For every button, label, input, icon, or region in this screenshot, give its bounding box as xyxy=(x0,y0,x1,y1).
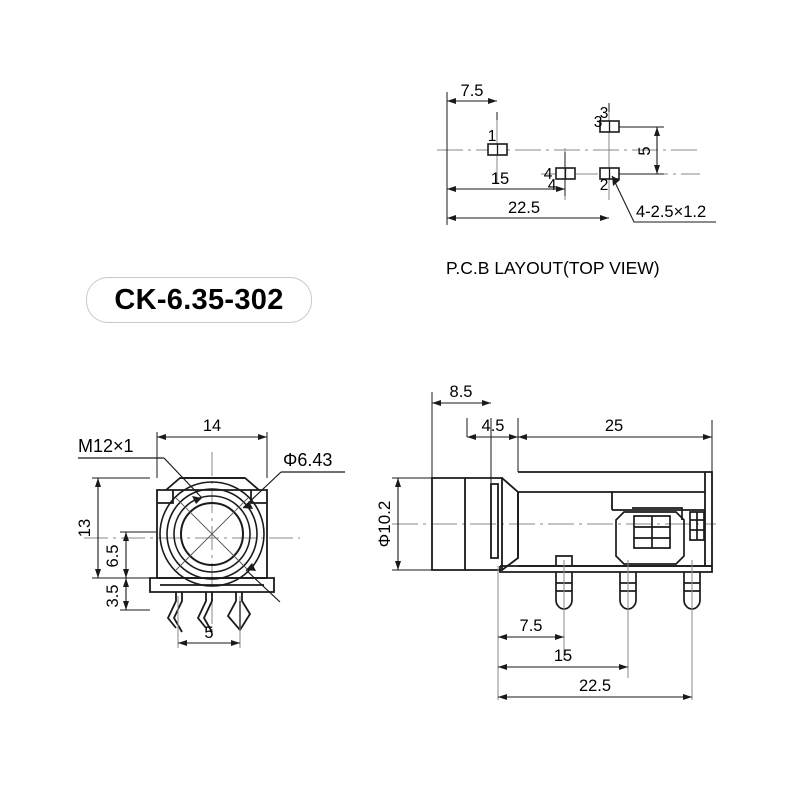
svg-text:4: 4 xyxy=(544,166,553,183)
pcb-pad-label-3: 3 xyxy=(600,105,609,122)
front-dim-13: 13 xyxy=(76,477,150,579)
front-dim-3-5: 3.5 xyxy=(104,578,150,611)
side-dim-15: 15 xyxy=(498,647,628,670)
front-dim-14: 14 xyxy=(156,417,268,478)
front-cross-lines xyxy=(175,497,249,571)
pcb-pad-label-1: 1 xyxy=(488,128,497,145)
front-lower-callout xyxy=(245,563,281,603)
pcb-pad-label-4: 4 xyxy=(548,177,557,194)
pcb-dim-15: 15 xyxy=(447,170,565,192)
front-dim-6-5: 6.5 xyxy=(104,531,157,578)
side-pin-center-lines xyxy=(497,560,693,700)
side-view: 8.5 4.5 25 Φ10.2 xyxy=(375,383,716,700)
svg-text:4-2.5×1.2: 4-2.5×1.2 xyxy=(636,203,706,221)
svg-text:Φ6.43: Φ6.43 xyxy=(283,450,332,470)
part-number-badge: CK-6.35-302 xyxy=(86,277,312,323)
front-pin-center-lines xyxy=(177,596,241,648)
pcb-pad-3 xyxy=(599,120,620,133)
svg-text:22.5: 22.5 xyxy=(508,199,540,217)
pcb-pad-callout: 4-2.5×1.2 xyxy=(611,175,716,223)
pcb-dim-7-5: 7.5 xyxy=(447,82,497,104)
side-dim-4-5: 4.5 xyxy=(466,417,518,440)
pcb-dim-22-5: 22.5 xyxy=(447,199,609,221)
side-dim-phi-10-2: Φ10.2 xyxy=(375,477,432,571)
side-extension-lines xyxy=(431,392,713,484)
front-dim-5: 5 xyxy=(178,624,240,646)
pcb-layout-caption: P.C.B LAYOUT(TOP VIEW) xyxy=(446,258,660,278)
pcb-dim-4: 4 xyxy=(544,166,553,183)
svg-text:7.5: 7.5 xyxy=(461,82,484,100)
svg-text:5: 5 xyxy=(636,146,654,155)
side-dim-25: 25 xyxy=(518,417,712,440)
svg-text:8.5: 8.5 xyxy=(450,383,473,401)
front-base-plate xyxy=(149,577,275,593)
pcb-pad-1 xyxy=(487,143,508,156)
side-contact-block xyxy=(615,507,685,565)
svg-text:Φ10.2: Φ10.2 xyxy=(375,501,394,548)
svg-text:3: 3 xyxy=(594,114,603,131)
side-bottom-plate xyxy=(499,565,713,573)
pcb-dim-3: 3 xyxy=(594,114,603,131)
pcb-layout-view: 1 3 4 2 7.5 15 22.5 xyxy=(437,82,716,225)
side-barrel xyxy=(431,477,519,571)
front-bore-circles xyxy=(159,481,265,587)
svg-text:25: 25 xyxy=(605,417,623,435)
side-right-contact xyxy=(689,511,705,541)
svg-text:M12×1: M12×1 xyxy=(78,436,134,456)
side-dim-7-5: 7.5 xyxy=(498,617,564,640)
svg-text:6.5: 6.5 xyxy=(104,545,122,568)
front-bore-callout: Φ6.43 xyxy=(242,450,345,509)
svg-text:7.5: 7.5 xyxy=(520,617,543,635)
svg-text:13: 13 xyxy=(76,519,94,537)
front-thread-callout: M12×1 xyxy=(78,436,203,504)
svg-text:3.5: 3.5 xyxy=(104,585,122,608)
svg-text:5: 5 xyxy=(204,624,213,642)
side-dim-22-5: 22.5 xyxy=(498,677,692,700)
side-dim-8-5: 8.5 xyxy=(432,383,491,406)
svg-text:14: 14 xyxy=(203,417,221,435)
part-number-text: CK-6.35-302 xyxy=(114,283,284,316)
svg-text:15: 15 xyxy=(491,170,509,188)
front-view: M12×1 Φ6.43 14 xyxy=(76,417,345,648)
pcb-pad-label-2: 2 xyxy=(600,177,609,194)
svg-text:15: 15 xyxy=(554,647,572,665)
svg-text:22.5: 22.5 xyxy=(579,677,611,695)
pcb-dim-5: 5 xyxy=(619,126,664,175)
svg-text:4.5: 4.5 xyxy=(482,417,505,435)
pcb-center-lines xyxy=(437,103,700,200)
